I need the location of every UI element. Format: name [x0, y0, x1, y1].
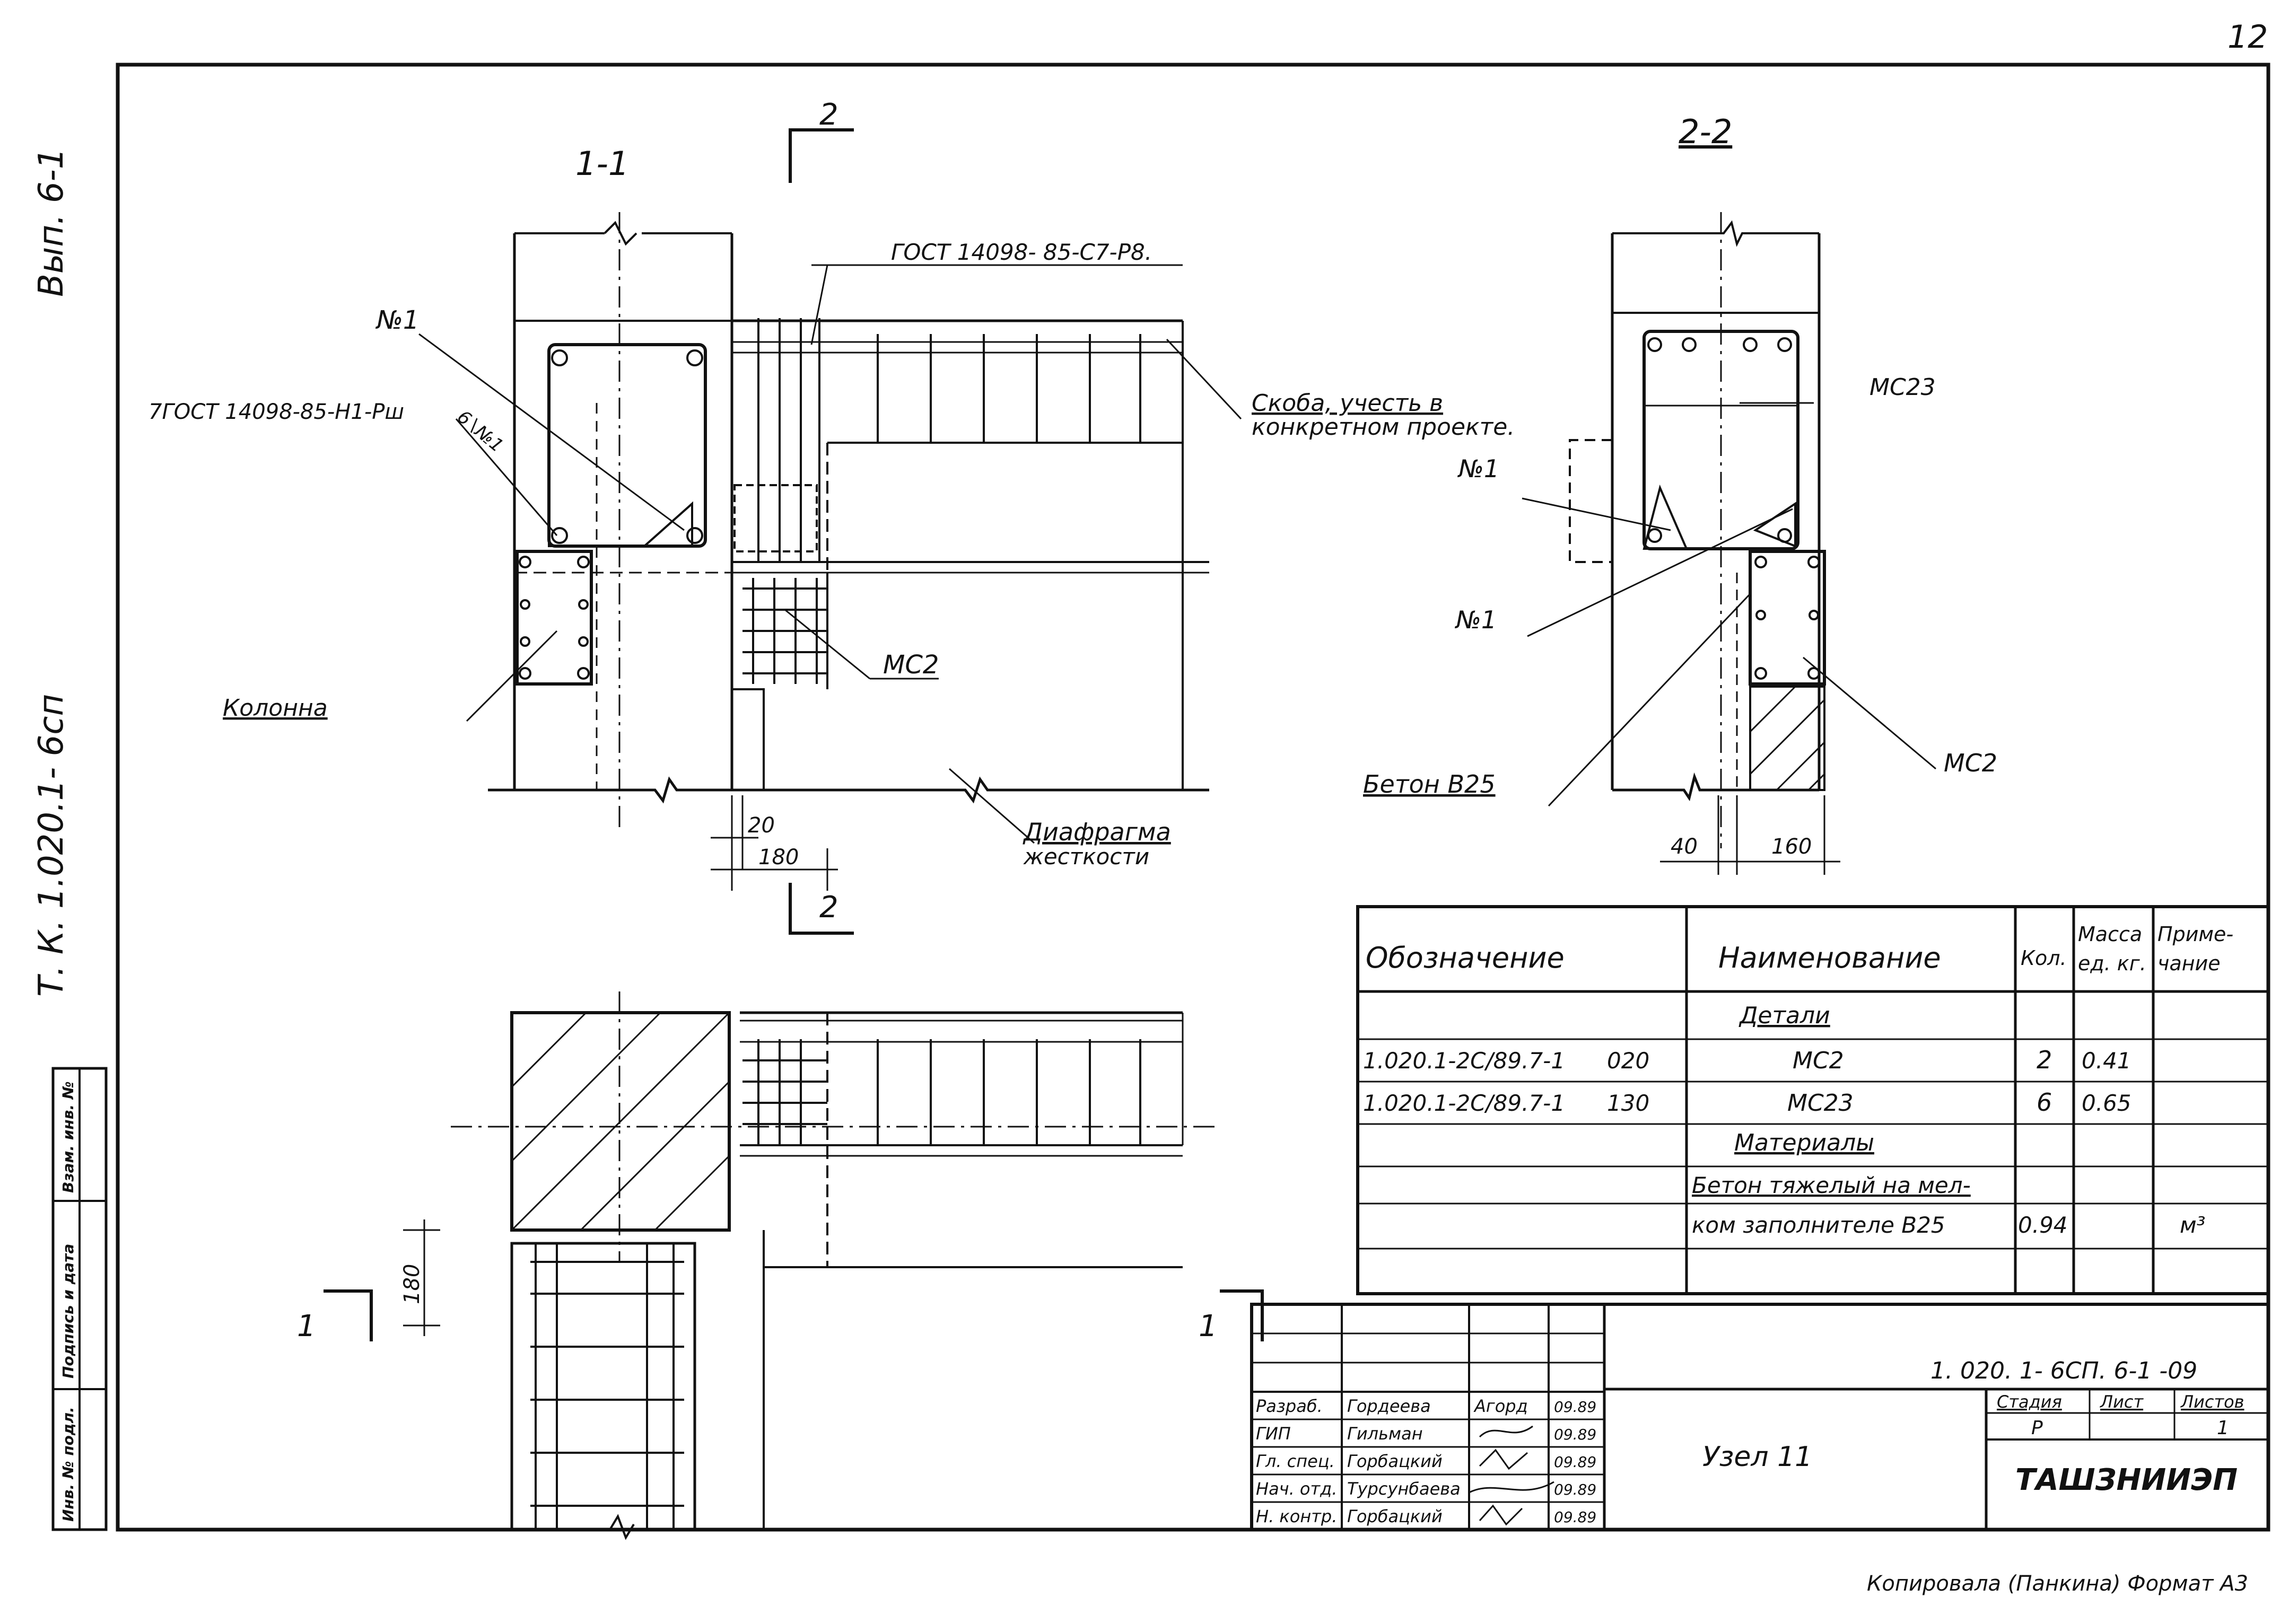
spec-row-name: МС2 [1793, 1047, 1844, 1074]
th-naimenovanie: Наименование [1718, 941, 1941, 975]
dim-180-s11: 180 [758, 845, 799, 870]
mc2-label-s11: МС2 [883, 650, 939, 680]
sheets-label: Листов [2180, 1392, 2244, 1412]
svg-text:09.89: 09.89 [1554, 1398, 1596, 1416]
svg-text:ГИП: ГИП [1256, 1424, 1291, 1444]
th-prim-2: чание [2157, 952, 2221, 975]
footer-note: Копировала (Панкина) Формат А3 [1867, 1572, 2248, 1596]
title-block: 1. 020. 1- 6СП. 6-1 -09 Узел 11 Стадия Л… [1250, 1303, 2270, 1531]
drawing-title: Узел 11 [1702, 1441, 1812, 1473]
svg-text:09.89: 09.89 [1554, 1508, 1596, 1526]
spec-row-designation: 1.020.1-2С/89.7-1 [1363, 1090, 1565, 1116]
series-label: Т. К. 1.020.1- 6сп [32, 694, 71, 997]
svg-text:Турсунбаева: Турсунбаева [1347, 1479, 1461, 1499]
spec-row-name: Материалы [1734, 1129, 1874, 1156]
stage-label: Стадия [1997, 1392, 2062, 1412]
spec-row-qty: 6 [2037, 1088, 2052, 1117]
svg-text:09.89: 09.89 [1554, 1426, 1596, 1443]
spec-row-name: Детали [1738, 1002, 1830, 1029]
svg-text:09.89: 09.89 [1554, 1481, 1596, 1498]
svg-text:Гл. спец.: Гл. спец. [1256, 1451, 1335, 1471]
concrete-hatch-2-2 [1749, 686, 1825, 791]
dim-180-plan: 180 [400, 1264, 424, 1304]
gost-weld-label: 7ГОСТ 14098-85-Н1-Рш [148, 400, 404, 424]
sheet-label: Лист [2100, 1392, 2144, 1412]
page-number: 12 [2227, 19, 2268, 56]
spec-row-pos: 020 [1607, 1048, 1649, 1074]
inv-dup-label: Взам. инв. № [59, 1081, 77, 1193]
staff-row: ГИП Гильман 09.89 [1256, 1424, 1596, 1444]
th-massa-2: ед. кг. [2078, 952, 2146, 975]
weld-size-label: 6∖№1 [453, 406, 508, 457]
section-1-1: 1-1 2 2 [148, 98, 1515, 935]
cut-mark-2-bottom: 2 [819, 890, 838, 925]
beton-label: Бетон В25 [1363, 770, 1496, 798]
staff-row: Гл. спец. Горбацкий 09.89 [1256, 1449, 1596, 1471]
th-prim-1: Приме- [2157, 923, 2233, 946]
kolonna-label: Колонна [223, 695, 328, 722]
spec-row-note: м³ [2180, 1212, 2206, 1238]
svg-text:Горбацкий: Горбацкий [1347, 1506, 1443, 1526]
th-massa-1: Масса [2078, 923, 2142, 946]
stage-value: Р [2031, 1417, 2043, 1439]
spec-row-qty: 2 [2037, 1046, 2052, 1074]
dim-160: 160 [1771, 835, 1812, 859]
approval-strip: Инв. № подл. Подпись и дата Взам. инв. № [51, 1067, 108, 1531]
section-2-2: 2-2 [1363, 112, 1997, 875]
cut-mark-1-left: 1 [297, 1309, 316, 1344]
svg-text:Разраб.: Разраб. [1256, 1396, 1323, 1416]
spec-row-designation: 1.020.1-2С/89.7-1 [1363, 1048, 1565, 1074]
th-oboznachenie: Обозначение [1366, 941, 1565, 975]
sign-date-label: Подпись и дата [59, 1244, 77, 1379]
spec-row-name: ком заполнителе В25 [1692, 1212, 1945, 1238]
beam-cage [547, 343, 707, 548]
spec-row-mass: 0.41 [2082, 1048, 2131, 1074]
no1-label-s11: №1 [375, 305, 419, 335]
gost-bar-label: ГОСТ 14098- 85-С7-Р8. [891, 239, 1152, 265]
diafragma-label-2: жесткости [1023, 844, 1149, 870]
spec-row-qty: 0.94 [2018, 1212, 2068, 1238]
no1-label-2-2-a: №1 [1457, 454, 1499, 483]
mc2-label-s22: МС2 [1944, 749, 1997, 777]
mc23-label: МС23 [1869, 374, 1936, 401]
spec-row-pos: 130 [1607, 1090, 1649, 1116]
svg-text:Гильман: Гильман [1347, 1424, 1423, 1444]
svg-text:09.89: 09.89 [1554, 1453, 1596, 1471]
dim-20: 20 [748, 813, 775, 838]
staff-row: Н. контр. Горбацкий 09.89 [1256, 1504, 1596, 1526]
svg-text:Н. контр.: Н. контр. [1256, 1506, 1337, 1526]
doc-code: 1. 020. 1- 6СП. 6-1 -09 [1930, 1357, 2197, 1384]
skoba-label: Скоба, учесть в [1252, 390, 1443, 417]
skoba-label-2: конкретном проекте. [1252, 414, 1515, 441]
issue-label: Вып. 6-1 [32, 148, 71, 297]
section-2-2-title: 2-2 [1679, 112, 1732, 151]
svg-text:Гордеева: Гордеева [1347, 1396, 1431, 1416]
svg-text:Агорд: Агорд [1473, 1396, 1528, 1416]
sheets-value: 1 [2217, 1417, 2229, 1439]
spec-row-mass: 0.65 [2082, 1090, 2131, 1116]
slab-stirrups [757, 318, 1141, 562]
diaphragm-mesh [742, 578, 827, 684]
inv-orig-label: Инв. № подл. [59, 1407, 77, 1522]
cut-mark-2-top: 2 [819, 98, 838, 132]
cut-mark-1-right: 1 [1199, 1309, 1218, 1344]
th-kol: Кол. [2021, 946, 2067, 970]
spec-table: Обозначение Наименование Кол. Масса ед. … [1356, 905, 2270, 1295]
drawing-frame [116, 63, 2270, 1532]
svg-text:Горбацкий: Горбацкий [1347, 1451, 1443, 1471]
section-1-1-title: 1-1 [575, 144, 629, 183]
spec-row-name: Бетон тяжелый на мел- [1692, 1172, 1971, 1198]
svg-text:Нач. отд.: Нач. отд. [1256, 1479, 1337, 1499]
spec-row-name: МС23 [1787, 1090, 1854, 1117]
org-name: ТАШЗНИИЭП [2015, 1463, 2238, 1497]
no1-label-2-2-b: №1 [1454, 605, 1497, 634]
column-section [516, 550, 593, 686]
plan-view: 180 1 1 [297, 991, 1264, 1540]
staff-row: Разраб. Гордеева Агорд 09.89 [1256, 1396, 1596, 1416]
staff-row: Нач. отд. Турсунбаева 09.89 [1256, 1479, 1596, 1499]
dim-40: 40 [1671, 835, 1698, 859]
diafragma-label: Диафрагма [1023, 818, 1171, 846]
